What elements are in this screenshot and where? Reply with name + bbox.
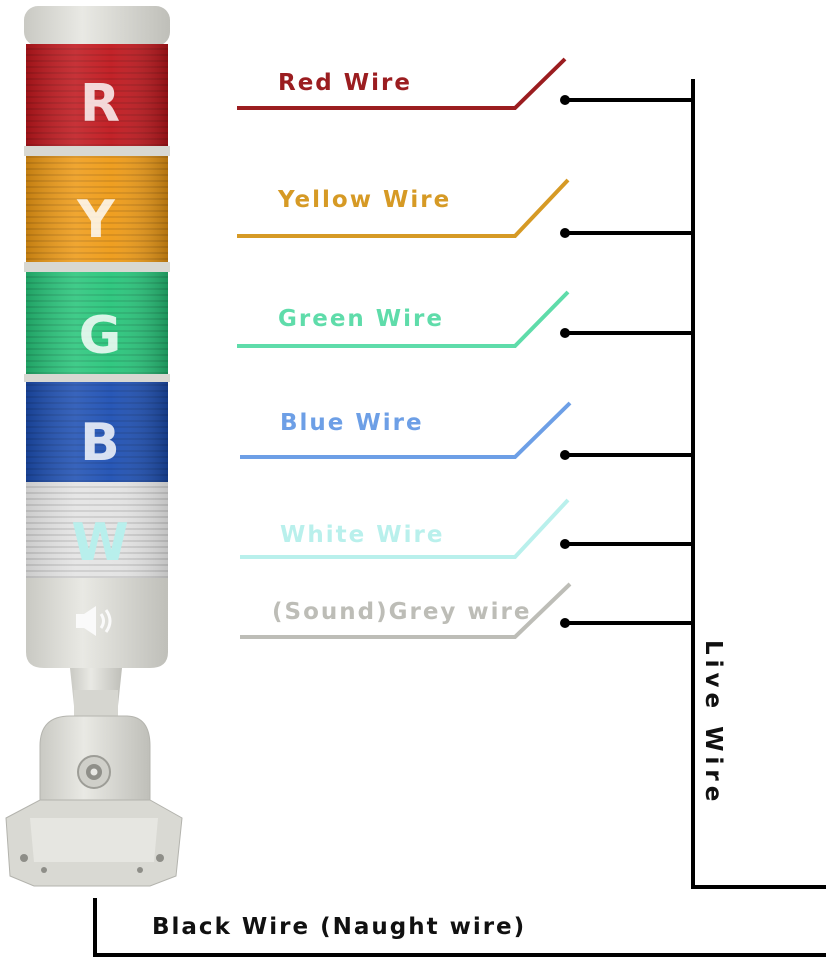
wire-label: (Sound)Grey wire: [272, 599, 532, 625]
speaker-icon: [76, 606, 112, 636]
lamp-letter-r: R: [80, 74, 120, 134]
live-wire: Live Wire: [691, 79, 826, 889]
wire-5: White Wire: [240, 498, 693, 559]
wire-line: [237, 290, 570, 348]
wire-label: Green Wire: [278, 306, 444, 332]
lamp-letter-g: G: [79, 306, 122, 366]
wire-label: Yellow Wire: [277, 187, 451, 213]
wire-line: [237, 178, 570, 238]
wire-label: Blue Wire: [280, 410, 424, 436]
wire-2: Yellow Wire: [237, 178, 693, 238]
live-wire-label: Live Wire: [700, 640, 726, 806]
wire-line: [237, 57, 567, 110]
wire-line: [240, 582, 572, 639]
tier-divider: [24, 146, 170, 156]
tier-divider: [24, 374, 170, 382]
wire-3: Green Wire: [237, 290, 693, 348]
wire-label: Red Wire: [278, 70, 412, 96]
wire-line: [240, 401, 572, 459]
neutral-wire-label: Black Wire (Naught wire): [152, 914, 526, 940]
tower-tier-white: W: [26, 482, 168, 578]
wire-1: Red Wire: [237, 57, 693, 110]
neutral-wire: Black Wire (Naught wire): [93, 898, 826, 957]
wire-6: (Sound)Grey wire: [240, 582, 693, 639]
wire-4: Blue Wire: [240, 401, 693, 460]
tower-tier-red: R: [26, 44, 168, 148]
wire-label: White Wire: [280, 522, 444, 548]
lamp-letter-y: Y: [76, 190, 116, 250]
tier-divider: [24, 262, 170, 272]
tower-tier-green: G: [26, 272, 168, 376]
tower-tier-blue: B: [26, 382, 168, 482]
mounting-bracket: [5, 668, 183, 887]
lamp-letter-w: W: [71, 513, 128, 573]
tower-top-cap: [24, 6, 170, 46]
lamp-letter-b: B: [80, 413, 120, 473]
buzzer-section: [26, 578, 168, 668]
tower-tier-yellow: Y: [26, 156, 168, 262]
wire-line: [240, 498, 570, 559]
signal-tower: R Y G B W: [5, 6, 183, 887]
